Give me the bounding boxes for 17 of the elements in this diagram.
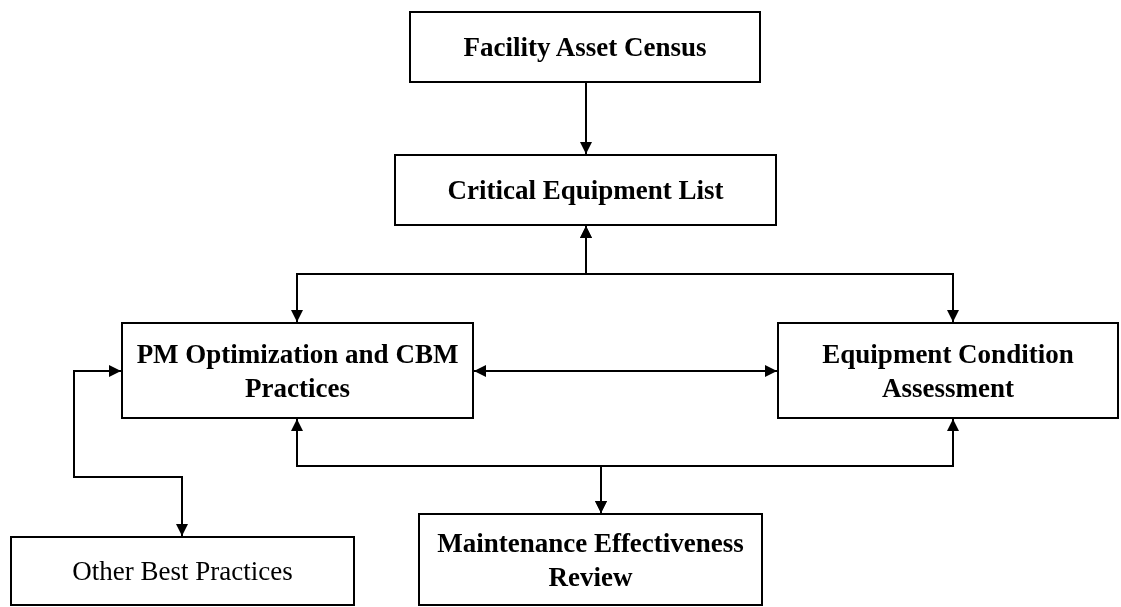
arrow bbox=[580, 82, 592, 155]
box-label: Equipment Condition Assessment bbox=[821, 337, 1075, 405]
process-box bbox=[409, 11, 761, 83]
process-box bbox=[10, 536, 355, 606]
process-box bbox=[121, 322, 474, 419]
process-box bbox=[394, 154, 777, 226]
arrow bbox=[473, 365, 778, 377]
box-label: Facility Asset Census bbox=[463, 31, 707, 64]
box-label: PM Optimization and CBM Practices bbox=[135, 337, 460, 405]
box-label: Maintenance Effectiveness Review bbox=[436, 526, 745, 594]
box-label: Other Best Practices bbox=[72, 555, 293, 588]
process-box bbox=[777, 322, 1119, 419]
arrow bbox=[595, 418, 959, 514]
arrow bbox=[580, 225, 959, 323]
process-box bbox=[418, 513, 763, 606]
arrow bbox=[73, 365, 188, 537]
box-label: Critical Equipment List bbox=[447, 174, 724, 207]
